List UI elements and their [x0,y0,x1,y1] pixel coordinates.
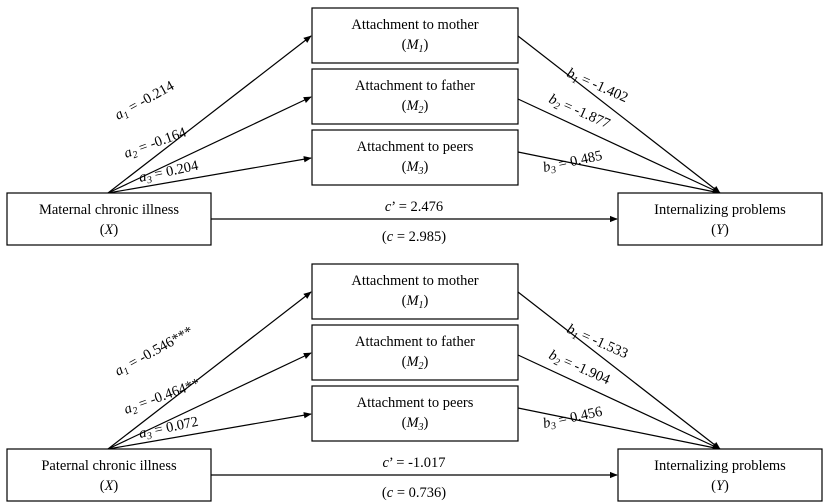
direct-effect-label: c’ = -1.017 [382,455,445,471]
path-panel-2: Paternal chronic illness (X) Internalizing… [6,263,823,502]
mediator-box-2-border [311,324,519,381]
b-path-arrow-1 [517,35,721,194]
outcome-box-title: Internalizing problems [654,458,786,474]
outcome-box-title: Internalizing problems [654,202,786,218]
a-path-arrow-3 [107,156,312,194]
mediator-box-2: Attachment to father (M2) [311,324,519,381]
mediator-box-3-title: Attachment to peers [357,139,474,155]
outcome-box-border [617,192,823,246]
mediator-box-1-title: Attachment to mother [351,17,478,33]
b-path-arrow-3 [517,151,721,195]
total-effect-label: (c = 0.736) [382,485,446,501]
mediator-box-1: Attachment to mother (M1) [311,263,519,320]
a-path-label-2: a2 = -0.464** [122,375,203,419]
predictor-box-title: Maternal chronic illness [39,202,179,218]
outcome-box-symbol: (Y) [711,222,729,238]
outcome-box: Internalizing problems (Y) [617,448,823,502]
mediator-box-2: Attachment to father (M2) [311,68,519,125]
a-path-label-1: a1 = -0.214 [112,78,178,126]
a-path-arrow-3 [107,412,312,450]
mediator-box-1-title: Attachment to mother [351,273,478,289]
outcome-box-border [617,448,823,502]
mediator-box-1-symbol: (M1) [402,37,429,55]
mediator-box-1: Attachment to mother (M1) [311,7,519,64]
b-path-arrow-2 [517,98,721,194]
b-path-label-3: b3 = 0.485 [542,148,605,178]
a-path-arrow-2 [107,96,312,194]
predictor-box: Paternal chronic illness (X) [6,448,212,502]
outcome-box: Internalizing problems (Y) [617,192,823,246]
mediator-box-2-border [311,68,519,125]
a-path-arrow-2 [107,352,312,450]
mediator-box-2-symbol: (M2) [402,98,429,116]
b-path-arrow-3 [517,407,721,451]
predictor-box-symbol: (X) [100,478,119,494]
predictor-box: Maternal chronic illness (X) [6,192,212,246]
mediator-box-2-symbol: (M2) [402,354,429,372]
b-path-arrow-2 [517,354,721,450]
mediator-box-3-symbol: (M3) [402,159,429,177]
mediator-box-3-title: Attachment to peers [357,395,474,411]
total-effect-label: (c = 2.985) [382,229,446,245]
mediator-box-1-border [311,7,519,64]
mediator-box-1-symbol: (M1) [402,293,429,311]
predictor-box-title: Paternal chronic illness [41,458,177,474]
b-path-arrow-1 [517,291,721,450]
predictor-box-border [6,448,212,502]
b-path-label-3: b3 = 0.456 [542,404,605,434]
a-path-arrow-1 [107,291,312,450]
a-path-label-2: a2 = -0.164 [122,124,190,163]
path-panel-1: Maternal chronic illness (X) Internalizing… [6,7,823,246]
a-path-arrow-1 [107,35,312,194]
mediator-box-3-border [311,385,519,442]
direct-effect-label: c’ = 2.476 [385,199,443,215]
mediator-box-3-symbol: (M3) [402,415,429,433]
predictor-box-symbol: (X) [100,222,119,238]
outcome-box-symbol: (Y) [711,478,729,494]
mediator-box-3: Attachment to peers (M3) [311,385,519,442]
a-path-label-1: a1 = -0.546*** [112,323,197,381]
mediator-box-1-border [311,263,519,320]
predictor-box-border [6,192,212,246]
mediator-box-2-title: Attachment to father [355,334,475,350]
mediator-box-3: Attachment to peers (M3) [311,129,519,186]
mediator-box-3-border [311,129,519,186]
mediator-box-2-title: Attachment to father [355,78,475,94]
